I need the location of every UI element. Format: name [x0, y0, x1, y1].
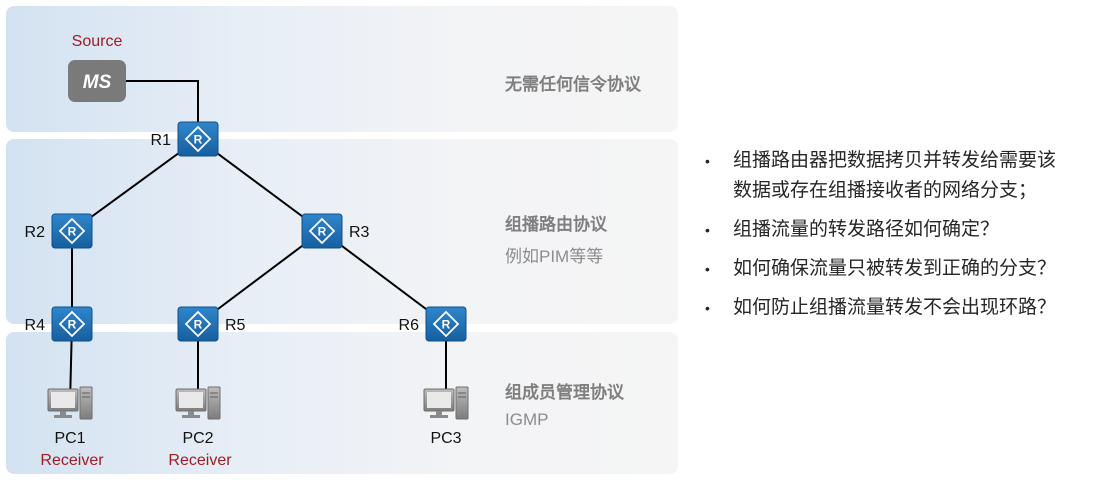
source-server: MS [68, 60, 126, 102]
router-glyph: R [68, 318, 77, 332]
link-r1-r3 [197, 138, 323, 232]
link-r3-r5 [197, 230, 323, 325]
computer-icon [423, 386, 469, 420]
router-icon [425, 306, 467, 342]
router-icon [301, 213, 343, 249]
router-r1: R [177, 121, 219, 157]
router-r5: R [177, 306, 219, 342]
bullet-text-line: 组播流量的转发路径如何确定？ [733, 219, 1000, 240]
router-label-r3: R3 [349, 224, 370, 241]
layer-top-title: 无需任何信令协议 [505, 75, 641, 94]
router-icon [177, 306, 219, 342]
router-glyph: R [194, 133, 203, 147]
bullet-marker: • [705, 261, 710, 277]
pc-pc3 [423, 386, 469, 420]
server-icon [68, 60, 126, 102]
router-r6: R [425, 306, 467, 342]
link-r1-r2 [71, 138, 199, 232]
bullet-marker: • [705, 222, 710, 238]
pc-label-pc1: PC1 [54, 430, 85, 447]
bullet-text-line: 组播路由器把数据拷贝并转发给需要该 [733, 150, 1057, 171]
bullet-item: • 如何防止组播流量转发不会出现环路？ [703, 293, 1091, 323]
router-label-r5: R5 [225, 317, 246, 334]
layer-band-membership [6, 332, 678, 474]
links [69, 80, 447, 404]
router-label-r1: R1 [151, 132, 172, 149]
bullet-text-line: 如何确保流量只被转发到正确的分支？ [733, 258, 1057, 279]
bullet-text-line: 如何防止组播流量转发不会出现环路？ [733, 297, 1057, 318]
router-glyph: R [194, 318, 203, 332]
source-device-label: MS [83, 72, 112, 93]
pc-label-pc3: PC3 [430, 430, 461, 447]
layer-bottom-title: 组成员管理协议 [505, 383, 624, 402]
layer-middle-subtitle: 例如PIM等等 [505, 247, 604, 266]
router-glyph: R [318, 225, 327, 239]
router-r3: R [301, 213, 343, 249]
computer-icon [47, 386, 93, 420]
computer-icon [175, 386, 221, 420]
router-label-r2: R2 [25, 224, 46, 241]
router-label-r4: R4 [25, 317, 46, 334]
pc-role-pc2: Receiver [168, 452, 232, 469]
pc-label-pc2: PC2 [182, 430, 213, 447]
router-icon [51, 306, 93, 342]
layer-bottom-subtitle: IGMP [505, 410, 549, 429]
router-r4: R [51, 306, 93, 342]
router-icon [51, 213, 93, 249]
router-glyph: R [68, 225, 77, 239]
bullet-list: • 组播路由器把数据拷贝并转发给需要该数据或存在组播接收者的网络分支； • 组播流量的… [703, 146, 1091, 332]
link-r3-r6 [321, 230, 447, 325]
router-label-r6: R6 [399, 317, 420, 334]
layer-middle-title: 组播路由协议 [505, 215, 607, 234]
pc-pc2 [175, 386, 221, 420]
router-glyph: R [442, 318, 451, 332]
bullet-marker: • [705, 300, 710, 316]
pc-role-pc1: Receiver [40, 452, 104, 469]
source-label: Source [72, 33, 123, 50]
pc-pc1 [47, 386, 93, 420]
router-icon [177, 121, 219, 157]
bullet-text-line: 数据或存在组播接收者的网络分支； [733, 180, 1038, 201]
bullet-marker: • [705, 153, 710, 169]
link-source-r1 [125, 80, 199, 139]
bullet-item: • 组播流量的转发路径如何确定？ [703, 215, 1091, 245]
bullet-item: • 如何确保流量只被转发到正确的分支？ [703, 254, 1091, 284]
router-r2: R [51, 213, 93, 249]
bullet-item: • 组播路由器把数据拷贝并转发给需要该数据或存在组播接收者的网络分支； [703, 146, 1091, 206]
